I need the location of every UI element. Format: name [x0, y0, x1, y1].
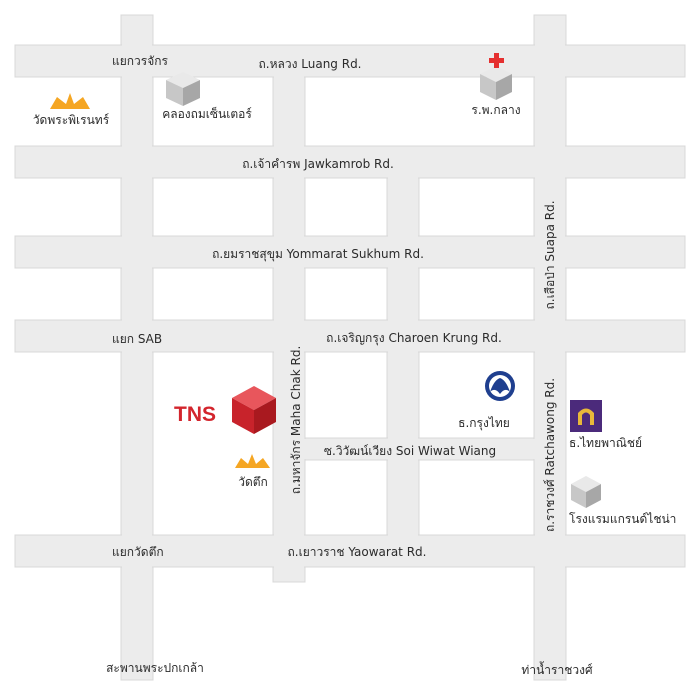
- siam-commercial-bank-label: ธ.ไทยพาณิชย์: [569, 436, 642, 450]
- jawkamrob-road-label: ถ.เจ้าคำรพ Jawkamrob Rd.: [242, 157, 394, 171]
- ratchawong-road-label: ถ.ราชวงศ์ Ratchawong Rd.: [543, 378, 557, 532]
- yaowarat-road-label: ถ.เยาวราช Yaowarat Rd.: [288, 545, 427, 559]
- wat-tuek-intersection-label: แยกวัดตึก: [112, 545, 164, 559]
- wor-chak-intersection-label: แยกวรจักร: [112, 54, 169, 68]
- red-cross-cube-icon: [480, 53, 512, 100]
- yommarat-road-label: ถ.ยมราชสุขุม Yommarat Sukhum Rd.: [212, 247, 424, 262]
- grey-cube-icon: [571, 476, 601, 508]
- saphan-phra-pok-klao-label: สะพานพระปกเกล้า: [106, 661, 204, 675]
- wat-tuek-label: วัดตึก: [238, 475, 268, 489]
- maha-chak-road-label: ถ.มหาจักร Maha Chak Rd.: [289, 346, 303, 495]
- scb-logo-icon: [570, 400, 602, 432]
- red-cube-icon: [232, 386, 276, 434]
- road-network: [14, 14, 686, 681]
- tns-label: TNS: [174, 403, 216, 426]
- central-hospital-label: ร.พ.กลาง: [471, 103, 520, 117]
- temple-roof-icon: [235, 454, 270, 468]
- tha-nam-ratchawong-label: ท่าน้ำราชวงศ์: [521, 661, 593, 677]
- luang-road-label: ถ.หลวง Luang Rd.: [259, 57, 362, 71]
- soi-wiwat-wiang-label: ซ.วิวัฒน์เวียง Soi Wiwat Wiang: [324, 444, 496, 458]
- grey-cube-icon: [166, 72, 200, 106]
- grand-china-hotel-label: โรงแรมแกรนด์ไชน่า: [569, 512, 676, 526]
- temple-roof-icon: [50, 93, 90, 109]
- charoen-krung-road-label: ถ.เจริญกรุง Charoen Krung Rd.: [326, 331, 502, 346]
- khlong-thom-center-label: คลองถมเซ็นเตอร์: [162, 106, 252, 121]
- sab-intersection-label: แยก SAB: [112, 332, 162, 346]
- suapa-road-label: ถ.เสือป่า Suapa Rd.: [543, 200, 557, 309]
- krungthai-logo-icon: [485, 371, 515, 401]
- krungthai-bank-label: ธ.กรุงไทย: [458, 416, 510, 431]
- wat-phra-phiren-label: วัดพระพิเรนทร์: [33, 113, 110, 127]
